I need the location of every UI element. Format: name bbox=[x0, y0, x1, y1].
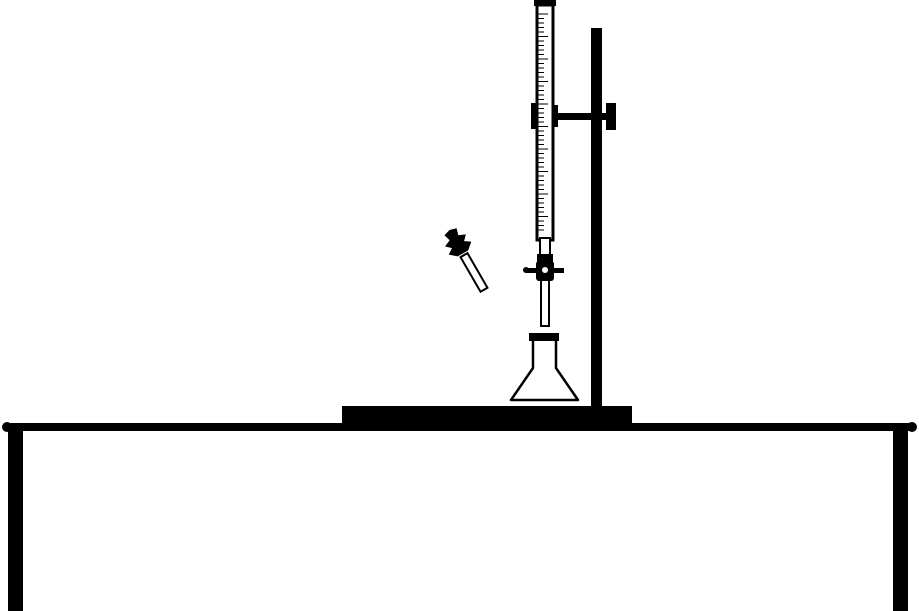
burette-stopcock bbox=[523, 261, 564, 281]
clamp-jaw-inner bbox=[553, 105, 558, 127]
table-leg-right bbox=[893, 428, 908, 611]
stopcock-hole bbox=[542, 267, 548, 273]
conical-flask bbox=[509, 333, 580, 402]
burette bbox=[534, 0, 556, 262]
flask-rim bbox=[529, 333, 559, 341]
burette-tip bbox=[540, 279, 550, 327]
table bbox=[2, 422, 917, 611]
burette-collar bbox=[537, 254, 553, 262]
stand-rod bbox=[591, 28, 602, 408]
burette-graduations bbox=[538, 13, 548, 231]
flask-body bbox=[509, 341, 580, 402]
clamp-arm bbox=[551, 113, 609, 120]
stand-base bbox=[342, 406, 632, 427]
stopcock-knob bbox=[523, 267, 529, 273]
dropper-pipette bbox=[444, 228, 489, 294]
burette-neck bbox=[539, 237, 551, 257]
clamp-boss-head bbox=[606, 103, 616, 130]
table-leg-left bbox=[8, 428, 23, 611]
dropper-bulb bbox=[444, 228, 472, 257]
burette-clamp bbox=[531, 103, 616, 130]
burette-top-cap bbox=[534, 0, 556, 6]
dropper-tube bbox=[459, 251, 489, 294]
clamp-jaw bbox=[531, 103, 539, 129]
table-top-right-end bbox=[907, 422, 917, 432]
